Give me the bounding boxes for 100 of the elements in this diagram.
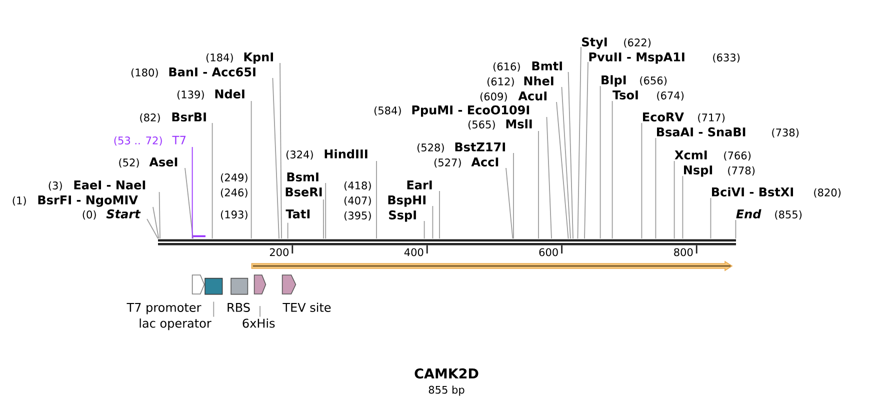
enzyme-label: BlpI [602, 75, 626, 87]
leader-line [158, 192, 160, 239]
position-label: (778) [728, 166, 755, 176]
feature-label: 6xHis [242, 318, 275, 328]
leader-line [280, 62, 282, 239]
position-label: (0) [82, 210, 96, 220]
position-label: (1) [12, 196, 26, 206]
enzyme-label: BseRI [286, 188, 322, 196]
enzyme-label: NspI [684, 166, 712, 177]
feature-box [204, 278, 223, 295]
reading-frame-bar [251, 260, 733, 272]
enzyme-label: MslI [506, 119, 532, 128]
leader-line [439, 190, 440, 239]
leader-line [424, 220, 425, 239]
position-label: (82) [140, 113, 160, 123]
enzyme-label: EcoRV [643, 112, 684, 122]
leader-line [568, 72, 574, 239]
leader-line [600, 86, 601, 239]
position-label: (139) [177, 90, 204, 100]
leader-line [674, 160, 675, 239]
tick-label: 600 [539, 248, 558, 256]
leader-line [192, 146, 193, 239]
position-label: (184) [206, 53, 233, 63]
position-label: (180) [131, 68, 158, 78]
leader-line [538, 130, 539, 239]
leader-line [287, 222, 288, 239]
position-label: (584) [374, 106, 401, 116]
enzyme-label: HindIII [324, 149, 368, 158]
enzyme-label: PpuMI - EcoO109I [412, 105, 530, 117]
position-label: (633) [713, 53, 740, 63]
leader-line [213, 301, 214, 318]
position-label: (616) [493, 62, 520, 72]
enzyme-label: XcmI [674, 150, 707, 160]
leader-line [612, 100, 613, 239]
enzyme-label: BsaAI - SnaBI [657, 127, 746, 136]
leader-line [682, 176, 684, 239]
position-label: (528) [417, 143, 444, 153]
leader-line [506, 168, 514, 239]
feature-label: lac operator [140, 318, 212, 330]
leader-line [432, 206, 434, 239]
enzyme-label: AcuI [518, 92, 547, 100]
leader-line [710, 198, 712, 239]
position-label: (820) [814, 188, 841, 198]
tick-label: 200 [270, 248, 288, 256]
leader-line [212, 122, 213, 239]
enzyme-label: SspI [389, 210, 416, 222]
leader-line [184, 168, 194, 239]
leader-line [376, 160, 377, 239]
leader-line [655, 138, 656, 239]
position-label: (3) [48, 181, 62, 191]
tick-label: 800 [674, 248, 693, 256]
leader-line [735, 220, 736, 239]
tick-label: 400 [404, 248, 424, 256]
enzyme-label: AseI [149, 158, 178, 166]
enzyme-label: BstZ17I [455, 142, 505, 152]
feature-label: RBS [228, 302, 250, 312]
leader-line [272, 78, 280, 239]
leader-line [250, 100, 252, 239]
position-label: (246) [220, 188, 248, 198]
enzyme-label: EaeI - NaeI [74, 180, 146, 190]
feature-symbol [254, 274, 266, 294]
feature-label: T7 promoter [126, 303, 202, 314]
enzyme-label: BsrBI [172, 112, 206, 122]
position-label: (612) [487, 77, 514, 87]
position-label: (52) [119, 158, 139, 168]
position-label: (527) [434, 158, 461, 168]
enzyme-label: AccI [471, 158, 498, 166]
primer-position: (53 .. 72) [114, 136, 162, 146]
title: CAMK2D [414, 368, 478, 379]
position-label: (656) [640, 76, 667, 86]
primer-label: T7 [172, 136, 186, 144]
enzyme-label: BanI - Acc65I [169, 67, 256, 76]
leader-line [546, 116, 552, 239]
position-label: (622) [624, 38, 651, 48]
enzyme-label: KpnI [244, 52, 273, 64]
leader-line [577, 46, 582, 239]
map-end-label: End [736, 209, 762, 218]
position-label: (717) [698, 113, 725, 123]
enzyme-label: BsmI [287, 172, 318, 182]
leader-line [146, 218, 158, 239]
position-label: (249) [220, 173, 248, 183]
leader-line [322, 199, 324, 239]
enzyme-label: EarI [407, 180, 432, 190]
position-label: (395) [344, 211, 371, 221]
position-label: (324) [286, 150, 313, 160]
leader-line [556, 102, 569, 239]
enzyme-label: BsrFI - NgoMIV [38, 196, 138, 207]
leader-line [152, 206, 160, 239]
position-label: (565) [468, 120, 495, 130]
position-label: (738) [772, 128, 799, 138]
position-label: (407) [344, 196, 371, 206]
position-label: (193) [220, 210, 248, 220]
leader-line [584, 62, 588, 239]
enzyme-label: NheI [524, 76, 554, 86]
position-label: (418) [344, 181, 371, 191]
enzyme-label: BspHI [388, 196, 426, 207]
leader-line [325, 182, 326, 239]
position-label: (855) [775, 210, 802, 220]
leader-line [641, 122, 642, 239]
enzyme-label: TsoI [612, 90, 638, 100]
